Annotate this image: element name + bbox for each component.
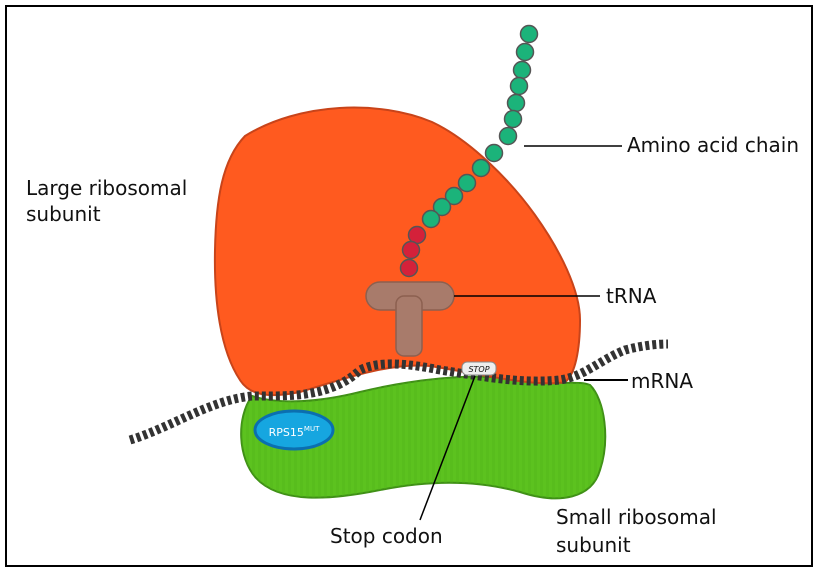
amino-acid-bead-new xyxy=(401,260,418,277)
amino-acid-bead xyxy=(508,95,525,112)
amino-acid-bead xyxy=(514,62,531,79)
rps15-marker: RPS15MUT xyxy=(255,411,333,449)
small-subunit-label-line2: subunit xyxy=(556,533,631,557)
small-subunit-label-line1: Small ribosomal xyxy=(556,505,717,529)
amino-acid-bead xyxy=(423,211,440,228)
amino-acid-bead xyxy=(473,160,490,177)
amino-acid-bead xyxy=(511,78,528,95)
amino-acid-chain-label: Amino acid chain xyxy=(627,133,799,157)
mrna-label: mRNA xyxy=(631,369,693,393)
stop-codon-tag: STOP xyxy=(462,362,496,375)
large-subunit-label-line1: Large ribosomal xyxy=(26,176,187,200)
amino-acid-bead xyxy=(486,145,503,162)
stop-codon-label: Stop codon xyxy=(330,524,443,548)
amino-acid-bead xyxy=(459,175,476,192)
amino-acid-bead xyxy=(517,44,534,61)
trna-label: tRNA xyxy=(606,284,657,308)
stop-tag-text: STOP xyxy=(468,365,489,374)
large-subunit-label-line2: subunit xyxy=(26,202,101,226)
amino-acid-bead xyxy=(521,26,538,43)
amino-acid-bead-new xyxy=(403,242,420,259)
amino-acid-bead xyxy=(505,111,522,128)
amino-acid-bead xyxy=(500,128,517,145)
